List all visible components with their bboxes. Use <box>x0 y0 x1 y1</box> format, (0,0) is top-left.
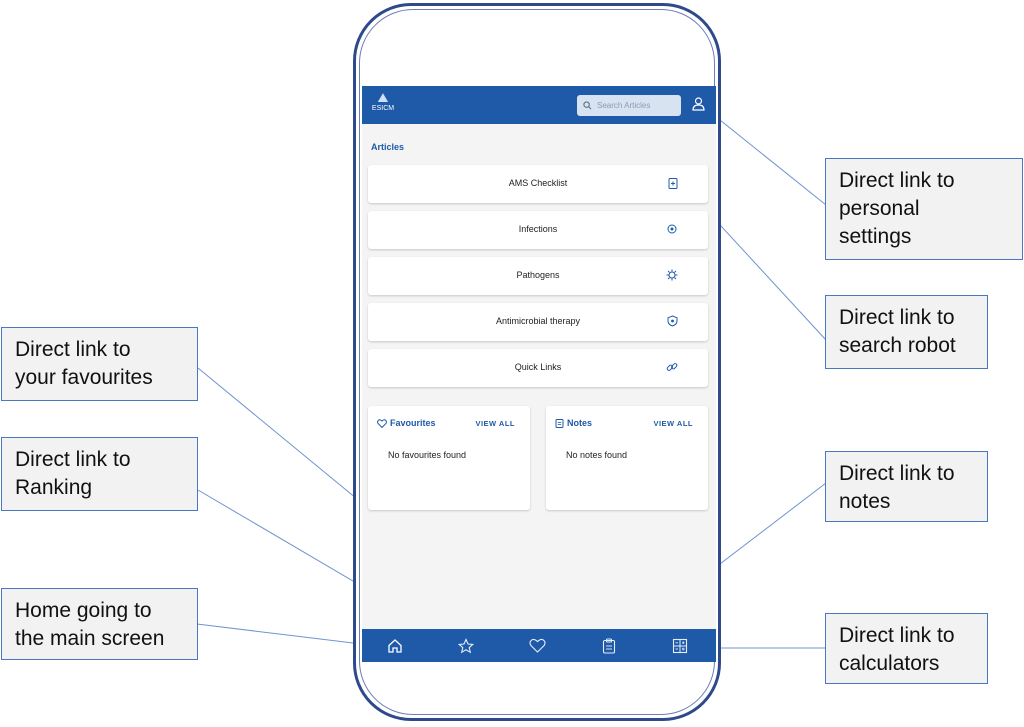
article-label: Pathogens <box>516 270 560 280</box>
clipboard-icon[interactable] <box>602 638 616 654</box>
heart-outline-icon <box>377 418 387 428</box>
search-icon <box>583 101 592 110</box>
search-input-box[interactable] <box>577 95 681 116</box>
bacteria-gear-icon <box>666 269 678 281</box>
article-pathogens[interactable]: Pathogens <box>368 257 708 295</box>
article-label: Infections <box>518 224 558 234</box>
article-label: Quick Links <box>514 362 562 372</box>
callout-home: Home going to the main screen <box>1 588 198 660</box>
callout-favourites: Direct link to your favourites <box>1 327 198 401</box>
callout-notes: Direct link to notes <box>825 451 988 522</box>
esicm-logo: ⛰ ESICM <box>371 90 395 113</box>
favourites-empty-text: No favourites found <box>388 450 467 460</box>
article-label: AMS Checklist <box>508 178 568 188</box>
notes-panel: Notes VIEW ALL No notes found <box>546 406 708 510</box>
user-settings-icon[interactable] <box>692 97 705 111</box>
virus-icon <box>667 224 677 234</box>
notes-view-all-link[interactable]: VIEW ALL <box>653 419 693 428</box>
link-icon <box>666 363 678 371</box>
app-header: ⛰ ESICM <box>362 86 716 124</box>
clipboard-plus-icon <box>668 178 678 189</box>
notes-empty-text: No notes found <box>566 450 628 460</box>
heart-icon[interactable] <box>529 638 546 654</box>
favourites-view-all-link[interactable]: VIEW ALL <box>475 419 515 428</box>
line-personal-settings <box>719 119 827 206</box>
callout-search-robot: Direct link to search robot <box>825 295 988 369</box>
favourites-title: Favourites <box>377 418 436 428</box>
bottom-navigation <box>362 629 716 662</box>
article-antimicrobial-therapy[interactable]: Antimicrobial therapy <box>368 303 708 341</box>
callout-calculators: Direct link to calculators <box>825 613 988 684</box>
notes-clipboard-icon <box>555 419 564 428</box>
search-input[interactable] <box>597 101 675 110</box>
home-icon[interactable] <box>387 638 403 654</box>
notes-title: Notes <box>555 418 592 428</box>
article-infections[interactable]: Infections <box>368 211 708 249</box>
star-icon[interactable] <box>458 638 474 654</box>
favourites-panel: Favourites VIEW ALL No favourites found <box>368 406 530 510</box>
calculator-icon[interactable] <box>672 638 688 654</box>
shield-icon <box>667 315 678 327</box>
article-quick-links[interactable]: Quick Links <box>368 349 708 387</box>
callout-ranking: Direct link to Ranking <box>1 437 198 511</box>
articles-title: Articles <box>371 142 405 152</box>
article-label: Antimicrobial therapy <box>495 316 581 326</box>
app-screen: ⛰ ESICM Articles AMS Checklist Infection… <box>362 86 716 662</box>
callout-personal-settings: Direct link to personal settings <box>825 158 1023 260</box>
article-ams-checklist[interactable]: AMS Checklist <box>368 165 708 203</box>
